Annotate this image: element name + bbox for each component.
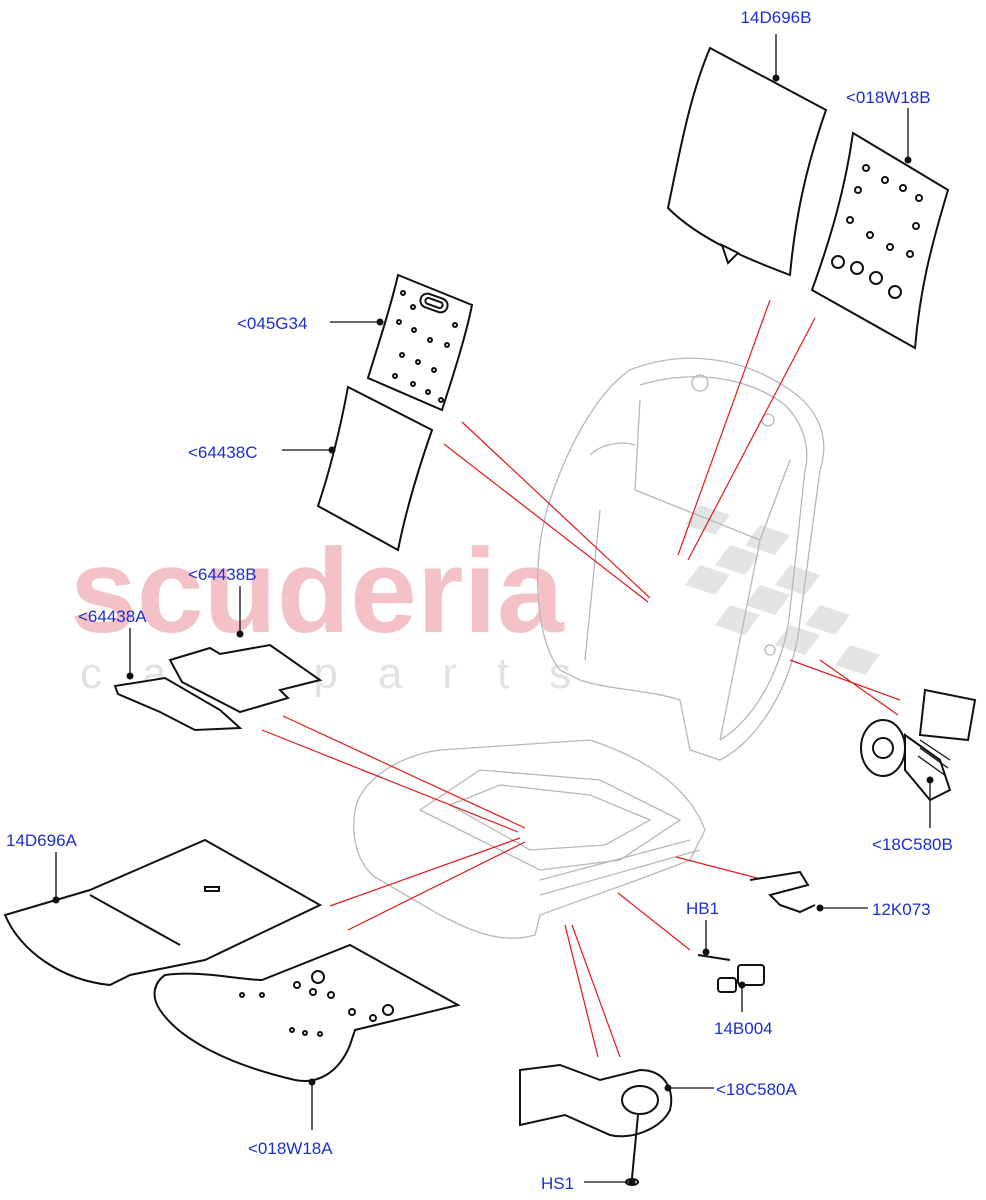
part-14B004 bbox=[717, 964, 765, 993]
label-HB1[interactable]: HB1 bbox=[686, 899, 719, 918]
part-14D696A bbox=[3, 838, 323, 987]
watermark-checker bbox=[685, 505, 880, 675]
label-64438C[interactable]: <64438C bbox=[188, 443, 257, 462]
watermark-brand: scuderia bbox=[70, 524, 565, 658]
part-labels: 14D696B <018W18B <045G34 <64438C <64438B… bbox=[6, 8, 953, 1193]
part-64438A bbox=[113, 676, 243, 732]
label-018W18A[interactable]: <018W18A bbox=[248, 1139, 333, 1158]
seat-cushion-outline bbox=[353, 739, 706, 939]
part-12K073 bbox=[749, 870, 816, 914]
part-045G34 bbox=[366, 273, 474, 412]
callout-lines bbox=[261, 299, 901, 1058]
part-64438C bbox=[316, 385, 434, 552]
leader-lines bbox=[52, 34, 934, 1186]
label-64438A[interactable]: <64438A bbox=[78, 607, 147, 626]
part-64438B bbox=[168, 643, 323, 714]
label-018W18B[interactable]: <018W18B bbox=[846, 88, 931, 107]
part-18C580A bbox=[519, 1063, 673, 1138]
label-045G34[interactable]: <045G34 bbox=[237, 314, 307, 333]
label-18C580B[interactable]: <18C580B bbox=[872, 835, 953, 854]
label-64438B[interactable]: <64438B bbox=[188, 565, 257, 584]
part-HB1 bbox=[697, 954, 731, 961]
label-14D696A[interactable]: 14D696A bbox=[6, 831, 78, 850]
label-14B004[interactable]: 14B004 bbox=[714, 1019, 773, 1038]
label-14D696B[interactable]: 14D696B bbox=[741, 8, 812, 27]
part-18C580B bbox=[860, 688, 977, 802]
label-HS1[interactable]: HS1 bbox=[541, 1174, 574, 1193]
label-18C580A[interactable]: <18C580A bbox=[716, 1080, 797, 1099]
part-018W18B bbox=[810, 131, 950, 350]
label-12K073[interactable]: 12K073 bbox=[872, 900, 931, 919]
seat-backrest-outline bbox=[537, 357, 825, 761]
watermark: scuderia car parts bbox=[70, 505, 880, 698]
part-14D696B bbox=[666, 46, 828, 277]
part-018W18A bbox=[153, 943, 461, 1082]
